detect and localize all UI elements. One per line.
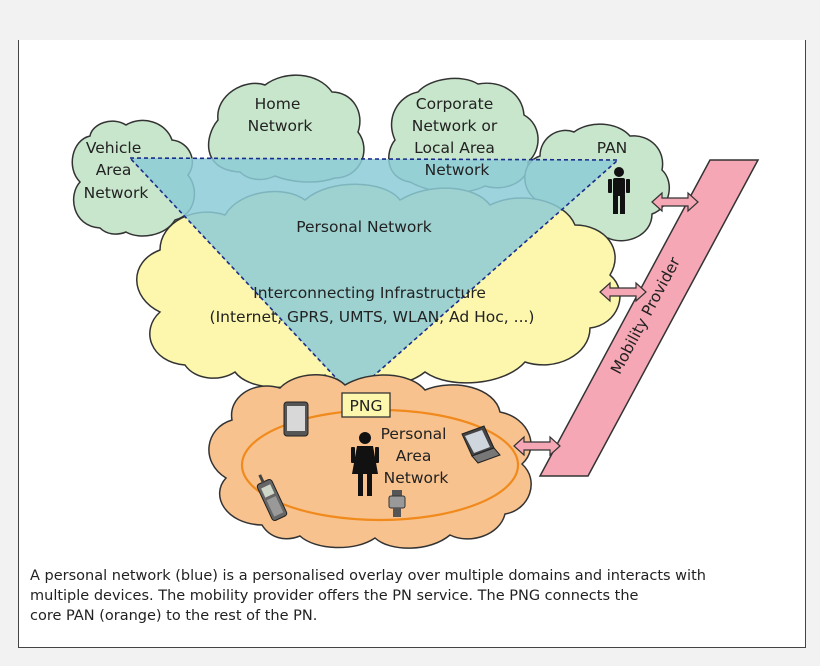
corporate-label-line: Network or <box>412 117 498 135</box>
infrastructure-label-line: Interconnecting Infrastructure <box>253 284 486 302</box>
mobile-phone-icon <box>256 474 288 522</box>
laptop-icon <box>461 425 501 464</box>
home-label-line: Network <box>248 117 313 135</box>
vehicle-label-line: Area <box>96 161 132 179</box>
vehicle-label-line: Network <box>84 184 149 202</box>
mobility-provider-bar <box>538 159 760 477</box>
svg-text:Personal Area Netw: Personal Area Network <box>381 425 452 487</box>
person-icon <box>608 167 630 214</box>
infrastructure-label-line: (Internet, GPRS, UMTS, WLAN, Ad Hoc, ...… <box>210 308 535 326</box>
person-icon <box>351 432 379 496</box>
pan-label: PAN <box>597 139 628 157</box>
corporate-label-line: Corporate <box>416 95 494 113</box>
svg-text:Home Network: Home Network <box>248 95 313 135</box>
tablet-icon <box>283 401 309 437</box>
vehicle-network-cloud <box>71 119 196 237</box>
caption-line: core PAN (orange) to the rest of the PN. <box>30 608 318 624</box>
device-icon <box>388 490 406 517</box>
png-label: PNG <box>350 397 383 415</box>
core-pan-label-line: Personal <box>381 425 447 443</box>
personal-network-label: Personal Network <box>296 218 432 236</box>
figure-caption: A personal network (blue) is a personali… <box>30 566 790 626</box>
double-arrow-icon <box>599 281 647 303</box>
png-box <box>341 392 391 418</box>
corporate-label-line: Local Area <box>414 139 495 157</box>
core-pan-label-line: Network <box>384 469 449 487</box>
personal-network-triangle <box>128 157 621 397</box>
svg-text:Interconnecting Infrastructure: Interconnecting Infrastructure (Internet… <box>210 284 535 326</box>
caption-line: A personal network (blue) is a personali… <box>30 568 706 584</box>
core-pan-label-line: Area <box>396 447 432 465</box>
corporate-label-line: Network <box>425 161 490 179</box>
home-label-line: Home <box>255 95 301 113</box>
svg-text:Vehicle Area Netwo: Vehicle Area Network <box>84 139 149 202</box>
double-arrow-icon <box>513 435 561 457</box>
double-arrow-icon <box>651 191 699 213</box>
caption-line: multiple devices. The mobility provider … <box>30 588 639 604</box>
svg-text:Corporate Network or: Corporate Network or Local Area Network <box>412 95 502 179</box>
vehicle-label-line: Vehicle <box>86 139 141 157</box>
